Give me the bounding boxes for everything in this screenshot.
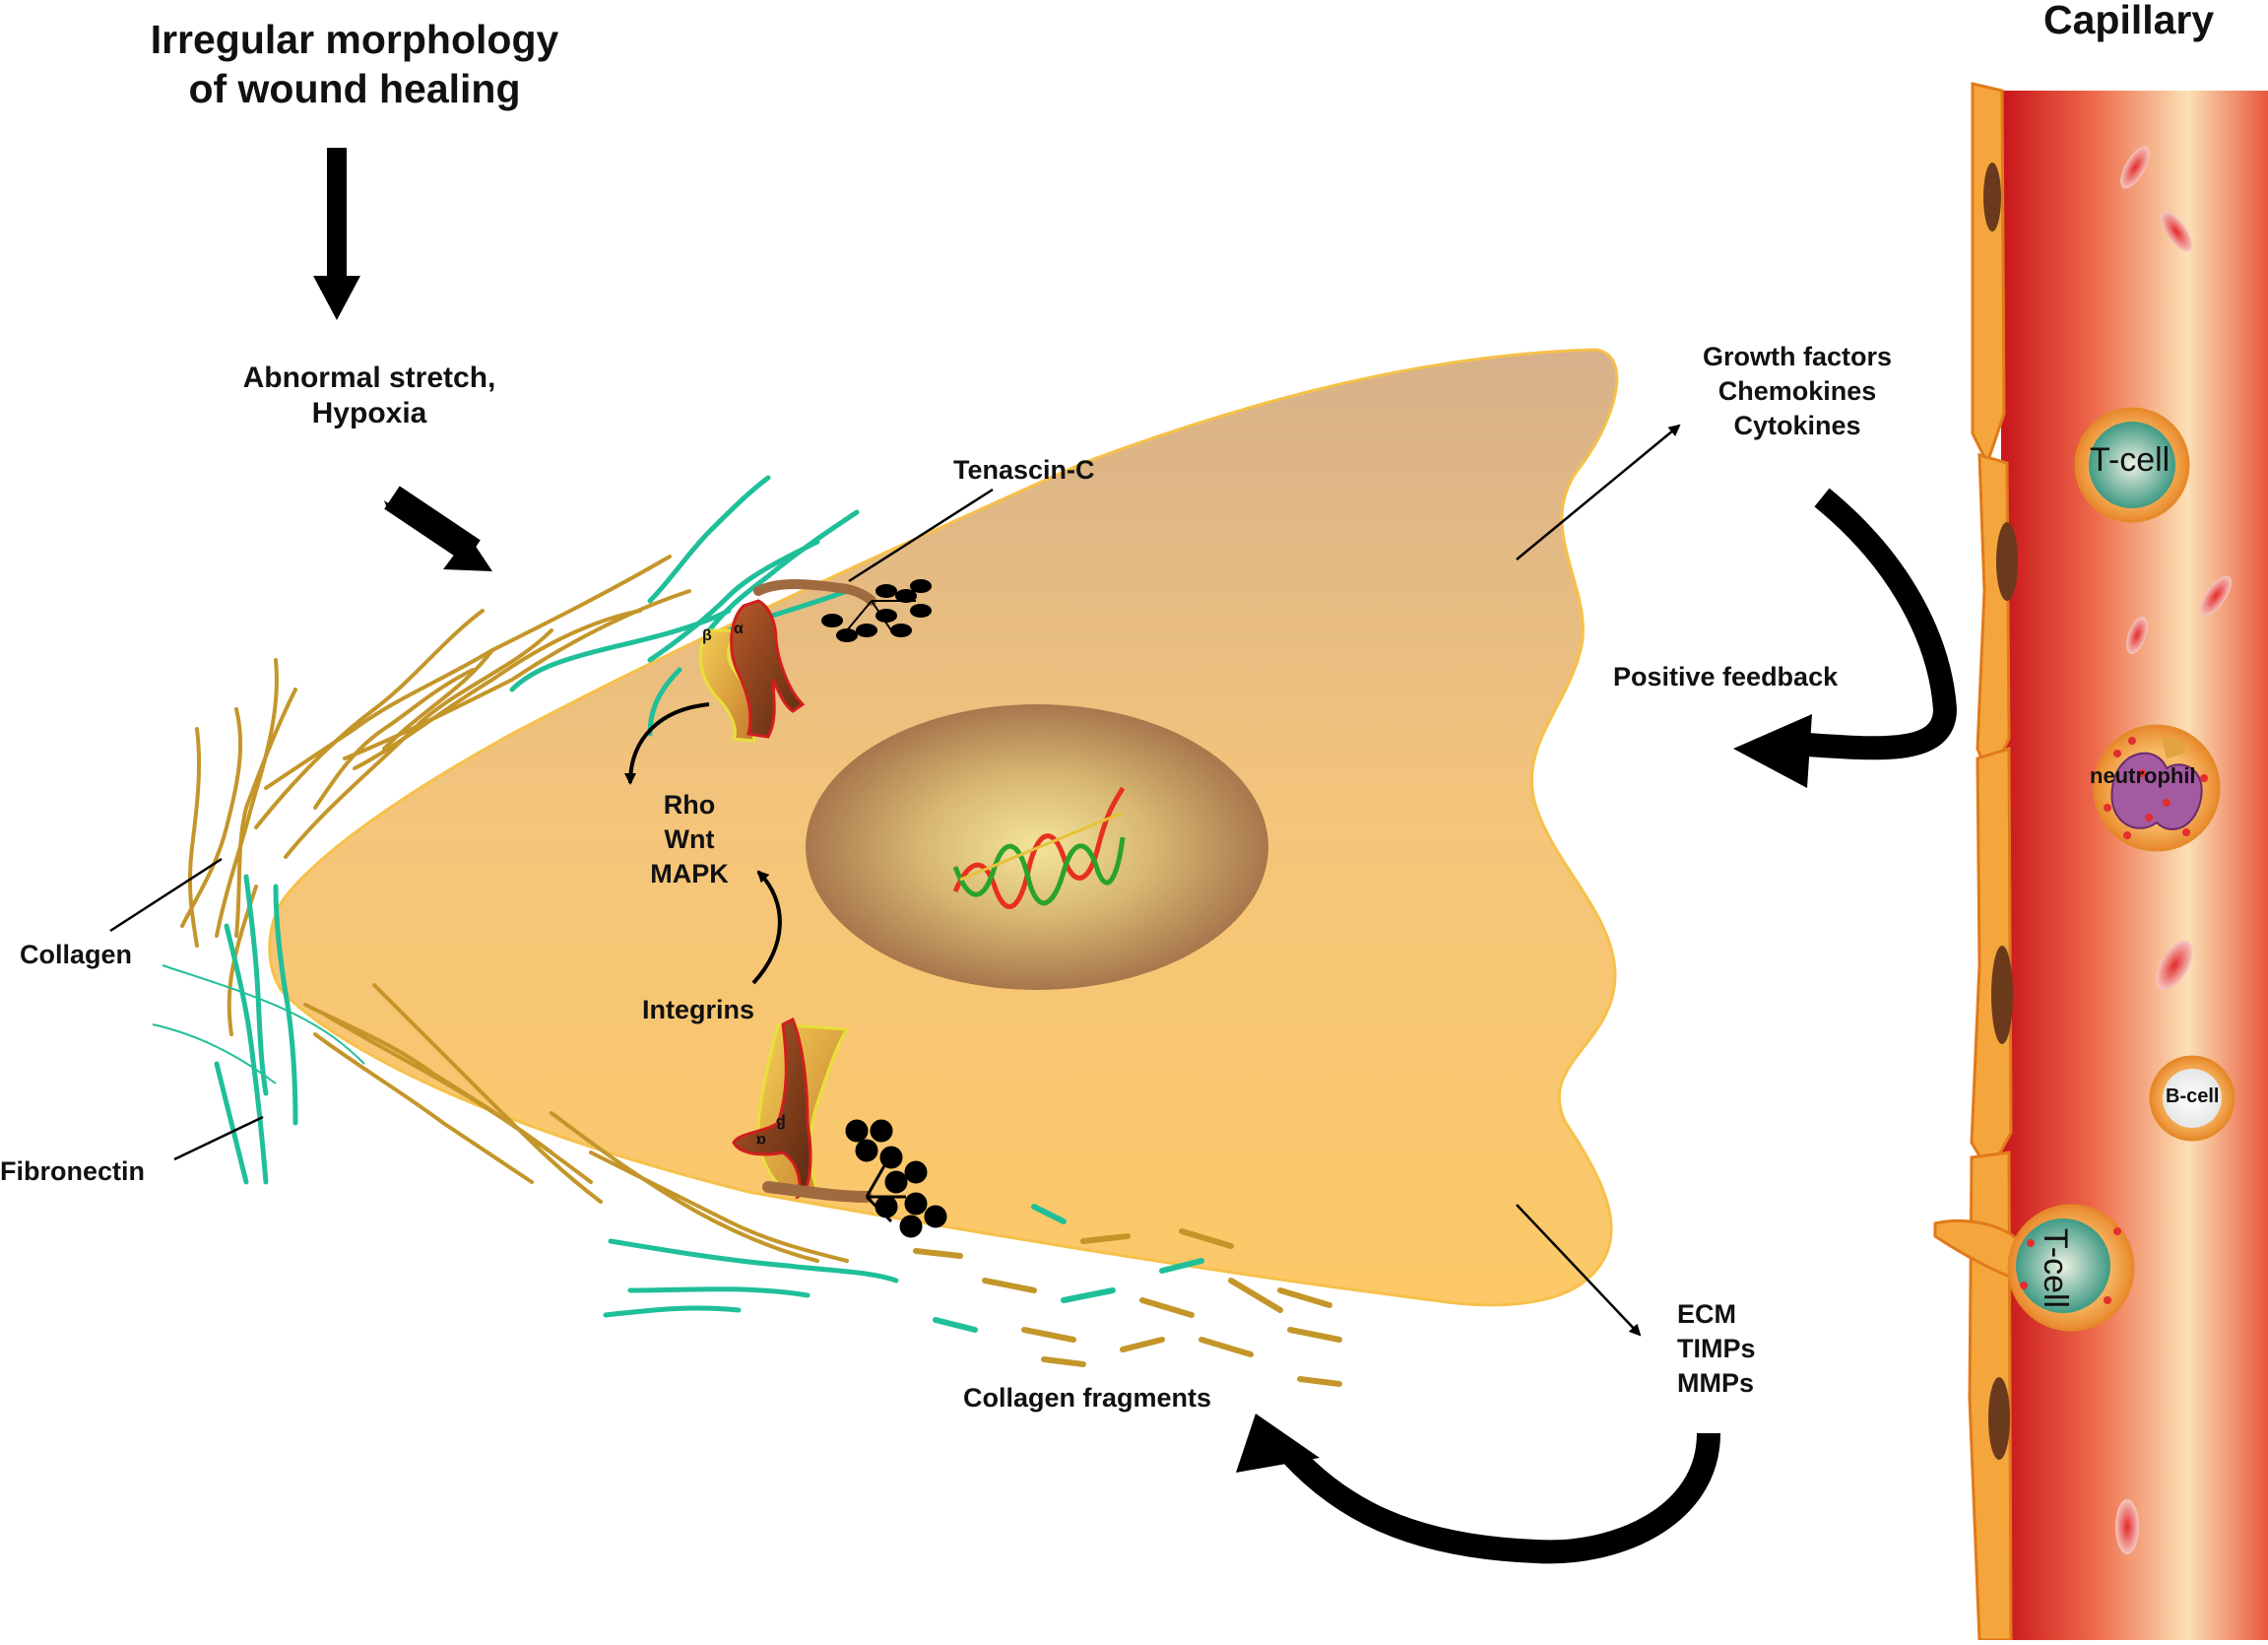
ecm-feedback-arrowhead [1236, 1414, 1320, 1473]
cytokines-label: Cytokines [1733, 411, 1861, 440]
title: Irregular morphology of wound healing [118, 15, 591, 113]
capillary [1933, 82, 2268, 1642]
red-blood-cell [2156, 940, 2193, 991]
tenascin-complex-top [753, 579, 932, 642]
t-cell [2074, 407, 2190, 523]
integrin-bottom-beta: β [776, 1114, 786, 1131]
fibronectin-thin [152, 964, 365, 1085]
tenascin-complex-bottom [762, 1119, 947, 1238]
red-blood-cell [2115, 1499, 2139, 1554]
red-blood-cell [2126, 616, 2148, 655]
integrin-top-alpha: α [734, 621, 744, 637]
secreted-factors-bottom: ECM TIMPs MMPs [1677, 1297, 1756, 1401]
pathway-list: Rho Wnt MAPK [640, 788, 739, 891]
integrin-bottom [732, 1017, 850, 1200]
endothelial-nucleus [1983, 163, 2001, 231]
red-blood-cell [2160, 211, 2193, 252]
integrin-bottom-alpha: α [756, 1132, 766, 1149]
pathway-wnt: Wnt [664, 824, 715, 854]
title-line-1: Irregular morphology [150, 17, 559, 62]
red-blood-cell [2120, 146, 2150, 189]
arrow-integrin-to-rho [624, 702, 710, 785]
arrow-diagonal [384, 486, 492, 571]
arrow-down [313, 148, 360, 320]
t-cell-2-label: T-cell [2037, 1227, 2075, 1309]
pointer-secretion-top [1516, 424, 1681, 560]
b-cell-label: B-cell [2166, 1086, 2220, 1107]
growth-factors-label: Growth factors [1702, 342, 1893, 371]
positive-feedback-label: Positive feedback [1613, 662, 1839, 691]
collagen-fragments-label: Collagen fragments [963, 1383, 1212, 1413]
neutrophil-granules [2104, 737, 2208, 839]
leader-collagen [109, 857, 223, 933]
stimulus-line-1: Abnormal stretch, [242, 362, 496, 394]
pointer-secretion-bottom [1516, 1204, 1642, 1337]
collagen-label: Collagen [20, 940, 133, 969]
vessel-lumen [2001, 91, 2268, 1640]
leader-fibronectin [173, 1115, 264, 1161]
positive-feedback-arrowhead [1733, 714, 1812, 788]
arrow-integrin-to-mapk [751, 870, 782, 985]
fibronectin-label: Fibronectin [0, 1156, 145, 1186]
endothelial-cell [1976, 452, 2011, 782]
pathway-rho: Rho [663, 790, 716, 820]
title-line-2: of wound healing [188, 66, 521, 111]
dna-helix [952, 786, 1126, 909]
collagen-fibers [180, 555, 849, 1263]
mmps-label: MMPs [1677, 1368, 1755, 1398]
collagen-fragments [913, 1204, 1342, 1387]
endothelial-nucleus [1988, 1377, 2010, 1460]
secreted-factors-top: Growth factors Chemokines Cytokines [1679, 340, 1915, 443]
pathway-mapk: MAPK [650, 859, 729, 888]
integrin-top [698, 599, 806, 743]
timps-label: TIMPs [1677, 1334, 1756, 1363]
chemokines-label: Chemokines [1717, 376, 1877, 406]
t-cell-label: T-cell [2090, 441, 2171, 479]
neutrophil-label: neutrophil [2090, 763, 2196, 788]
b-cell [2149, 1055, 2236, 1142]
integrins-label: Integrins [642, 995, 755, 1024]
tenascin-label: Tenascin-C [953, 455, 1095, 485]
ecm-label: ECM [1677, 1299, 1736, 1329]
ecm-feedback-arrow [1281, 1432, 1720, 1564]
endothelial-cell [1971, 82, 2006, 467]
capillary-label: Capillary [2043, 0, 2215, 42]
transmigrating-t-cell [1933, 1204, 2135, 1332]
integrin-top-beta: β [702, 627, 712, 644]
endothelial-nucleus [1996, 522, 2018, 601]
red-blood-cell [2199, 575, 2233, 617]
endothelial-nucleus [1991, 946, 2013, 1044]
leader-tenascin [848, 488, 994, 583]
stimulus-label: Abnormal stretch, Hypoxia [222, 361, 517, 431]
neutrophil [2093, 724, 2221, 852]
positive-feedback-arrow [1791, 488, 1958, 760]
stimulus-line-2: Hypoxia [311, 397, 427, 429]
